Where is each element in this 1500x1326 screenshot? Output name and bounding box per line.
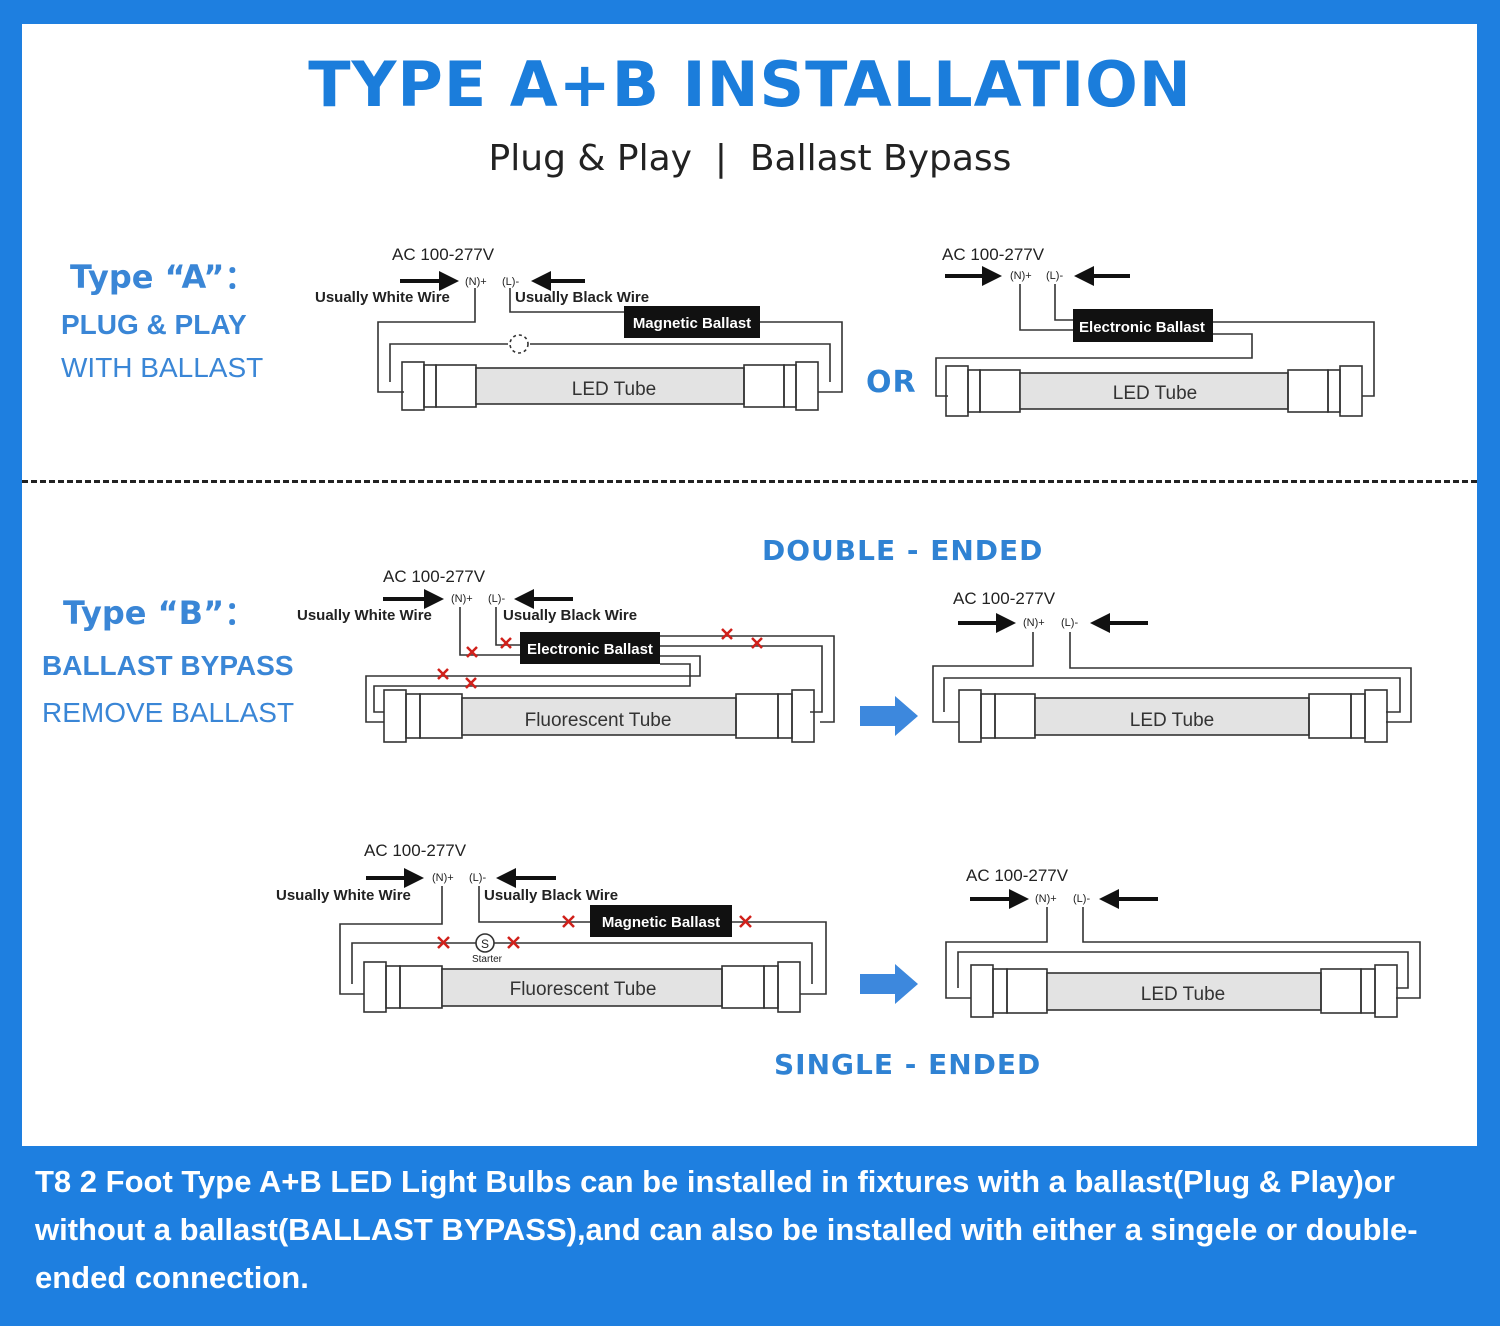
black-wire-label: Usually Black Wire [484,887,618,904]
cross-icon [507,936,520,949]
page-title: TYPE A+B INSTALLATION [308,48,1192,121]
neutral-label: (N)+ [465,276,487,288]
electronic-ballast-label: Electronic Ballast [1079,319,1205,336]
live-label: (L)- [469,872,486,884]
cross-icon [465,677,477,689]
footer-description: T8 2 Foot Type A+B LED Light Bulbs can b… [35,1164,1418,1295]
electronic-ballast-box [1073,309,1213,342]
live-label: (L)- [1061,617,1078,629]
arrow-right-icon [860,696,918,736]
type-b-line2: REMOVE BALLAST [42,697,295,728]
starter-symbol: S [481,937,489,951]
diagram-b3: AC 100-277V (N)+ (L)- Usually White Wire… [276,841,827,1013]
diagram-a1: AC 100-277V (N)+ (L)- Usually White Wire… [315,245,843,411]
neutral-label: (N)+ [1023,617,1045,629]
electronic-ballast-label: Electronic Ballast [527,641,653,658]
starter-label: Starter [472,954,503,965]
ac-label: AC 100-277V [942,245,1045,264]
cut-marks [437,915,752,949]
live-label: (L)- [502,276,519,288]
cross-icon [437,936,450,949]
live-label: (L)- [488,593,505,605]
neutral-label: (N)+ [1035,893,1057,905]
or-label: OR [866,365,917,400]
type-b-line1: BALLAST BYPASS [42,650,294,681]
white-panel [22,24,1477,1146]
cross-icon [739,915,752,928]
white-wire-label: Usually White Wire [297,607,432,624]
section-divider [22,480,1477,483]
cross-icon [466,646,478,658]
type-a-line2: WITH BALLAST [61,352,264,383]
live-label: (L)- [1046,270,1063,282]
white-wire-label: Usually White Wire [315,289,450,306]
led-tube-label: LED Tube [1141,984,1226,1005]
starter-removed-icon [509,334,529,354]
type-a-heading: Type “A”： [70,258,257,296]
type-a-line1: PLUG & PLAY [61,309,247,340]
magnetic-ballast-label: Magnetic Ballast [633,315,751,332]
fluorescent-tube-label: Fluorescent Tube [525,710,672,731]
diagram-b1: AC 100-277V (N)+ (L)- Usually White Wire… [297,567,835,743]
neutral-label: (N)+ [451,593,473,605]
cross-icon [437,668,449,680]
ac-label: AC 100-277V [364,841,467,860]
ac-label: AC 100-277V [953,589,1056,608]
black-wire-label: Usually Black Wire [503,607,637,624]
ac-label: AC 100-277V [966,866,1069,885]
single-ended-label: SINGLE - ENDED [774,1048,1042,1081]
cross-icon [562,915,575,928]
live-label: (L)- [1073,893,1090,905]
led-tube-label: LED Tube [1113,383,1198,404]
page-subtitle: Plug & Play | Ballast Bypass [488,138,1012,179]
cross-icon [500,637,512,649]
magnetic-ballast-box [624,306,760,338]
led-tube-label: LED Tube [1130,710,1215,731]
cut-marks [437,628,763,689]
ac-label: AC 100-277V [392,245,495,264]
arrow-right-icon [860,964,918,1004]
diagram-b2: AC 100-277V (N)+ (L)- LED Tube [932,589,1412,743]
neutral-label: (N)+ [1010,270,1032,282]
diagram-b4: AC 100-277V (N)+ (L)- LED Tube [945,866,1421,1018]
type-b-heading: Type “B”： [63,594,257,632]
ac-label: AC 100-277V [383,567,486,586]
electronic-ballast-box [520,632,660,664]
neutral-label: (N)+ [432,872,454,884]
magnetic-ballast-label: Magnetic Ballast [602,914,720,931]
cross-icon [721,628,733,640]
double-ended-label: DOUBLE - ENDED [762,534,1044,567]
led-tube-label: LED Tube [572,379,657,400]
magnetic-ballast-box [590,905,732,937]
fluorescent-tube-label: Fluorescent Tube [510,979,657,1000]
diagram-a2: AC 100-277V (N)+ (L)- Electronic Ballast… [935,245,1375,417]
black-wire-label: Usually Black Wire [515,289,649,306]
cross-icon [751,637,763,649]
white-wire-label: Usually White Wire [276,887,411,904]
